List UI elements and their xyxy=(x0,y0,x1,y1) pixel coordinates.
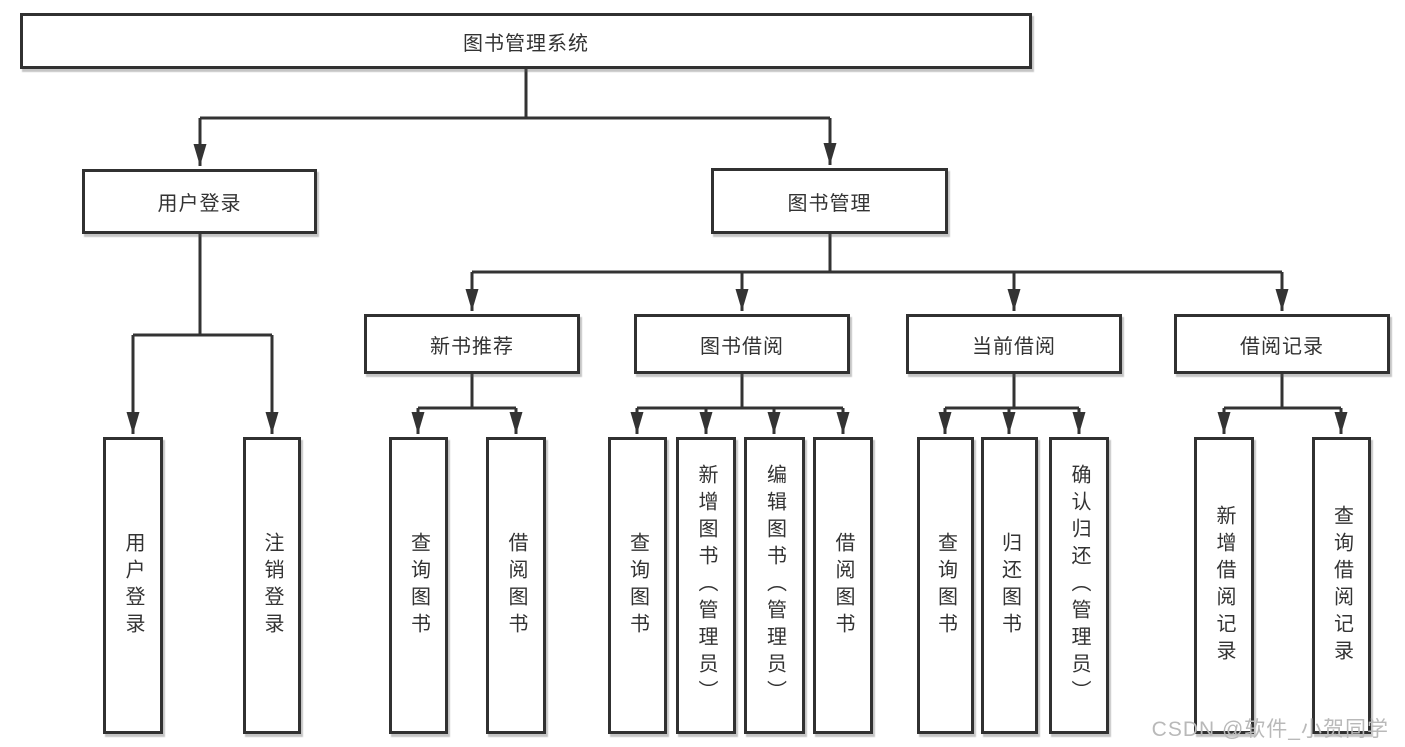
node-label: 归还图书 xyxy=(998,531,1021,640)
connector-user-login-to-leaves xyxy=(133,234,272,337)
connector-book-management-to-level3 xyxy=(472,234,1282,274)
node-label: 查询图书 xyxy=(934,531,957,640)
connector-root-to-level2 xyxy=(200,69,830,120)
node-label: 图书借阅 xyxy=(700,335,784,358)
node-label: 新增图书（管理员） xyxy=(695,464,717,707)
leaf-records-query-record: 查询借阅记录 xyxy=(1312,437,1371,734)
connector-new-book-recommend-to-leaves xyxy=(418,374,516,410)
leaf-current-query-books: 查询图书 xyxy=(917,437,974,734)
node-label: 新书推荐 xyxy=(430,335,514,358)
node-label: 注销登录 xyxy=(261,531,283,640)
node-label: 当前借阅 xyxy=(972,335,1056,358)
node-label: 借阅图书 xyxy=(832,531,854,640)
leaf-records-add-record: 新增借阅记录 xyxy=(1194,437,1254,734)
node-label: 借阅图书 xyxy=(505,531,527,640)
node-label: 图书管理系统 xyxy=(463,32,589,55)
node-label: 查询图书 xyxy=(407,531,430,640)
node-label: 确认归还（管理员） xyxy=(1068,464,1090,707)
node-label: 查询借阅记录 xyxy=(1330,504,1353,667)
leaf-current-return-books: 归还图书 xyxy=(981,437,1038,734)
node-label: 借阅记录 xyxy=(1240,335,1324,358)
connector-book-borrow-to-leaves xyxy=(637,374,843,410)
node-label: 查询图书 xyxy=(626,531,649,640)
leaf-borrow-query-books: 查询图书 xyxy=(608,437,667,734)
node-label: 用户登录 xyxy=(122,531,144,640)
leaf-logout: 注销登录 xyxy=(243,437,301,734)
connector-current-borrow-to-leaves xyxy=(945,374,1079,410)
leaf-borrow-borrow-books: 借阅图书 xyxy=(813,437,873,734)
leaf-newbook-query-books: 查询图书 xyxy=(389,437,448,734)
node-book-management: 图书管理 xyxy=(711,168,948,234)
leaf-user-login: 用户登录 xyxy=(103,437,163,734)
node-user-login: 用户登录 xyxy=(82,169,317,234)
node-label: 用户登录 xyxy=(157,193,242,215)
node-borrow-records: 借阅记录 xyxy=(1174,314,1390,374)
leaf-newbook-borrow-books: 借阅图书 xyxy=(486,437,546,734)
node-label: 新增借阅记录 xyxy=(1213,504,1235,667)
connector-borrow-records-to-leaves xyxy=(1224,374,1341,410)
leaf-borrow-add-books-admin: 新增图书（管理员） xyxy=(676,437,736,734)
node-new-book-recommend: 新书推荐 xyxy=(364,314,580,374)
node-current-borrow: 当前借阅 xyxy=(906,314,1122,374)
node-label: 图书管理 xyxy=(787,192,872,215)
node-label: 编辑图书（管理员） xyxy=(763,464,786,707)
csdn-watermark: CSDN @软件_小贺同学 xyxy=(1151,718,1389,741)
leaf-borrow-edit-books-admin: 编辑图书（管理员） xyxy=(744,437,805,734)
leaf-current-confirm-return-admin: 确认归还（管理员） xyxy=(1049,437,1109,734)
node-library-management-system: 图书管理系统 xyxy=(20,13,1032,69)
node-book-borrow: 图书借阅 xyxy=(634,314,850,374)
